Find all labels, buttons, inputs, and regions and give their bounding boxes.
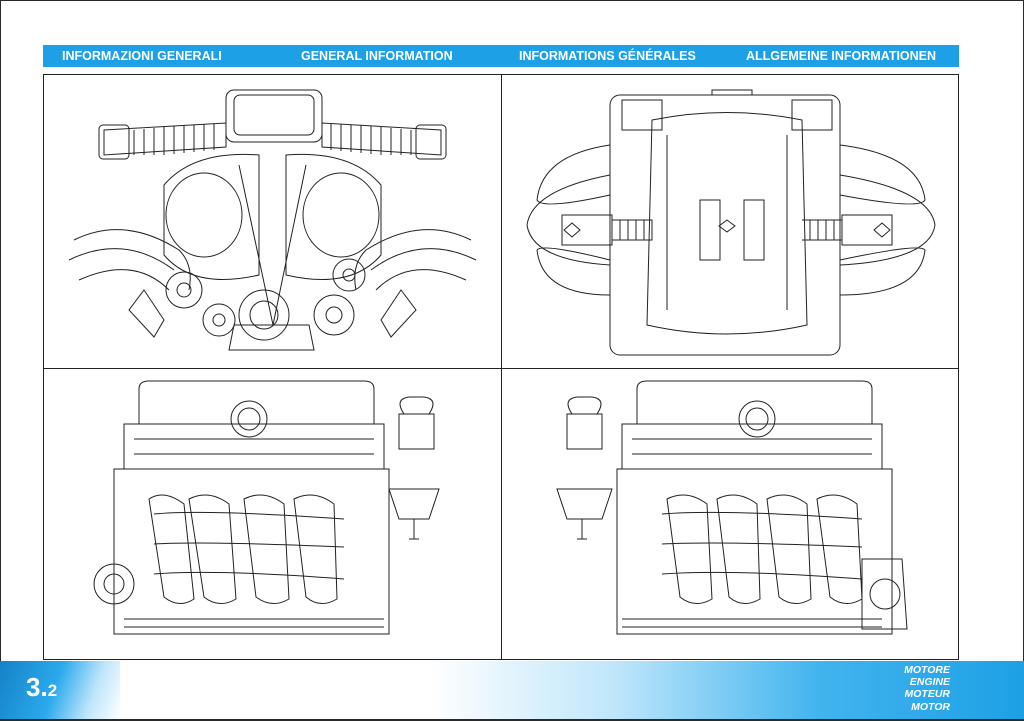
section-name-de: MOTOR bbox=[911, 700, 950, 713]
header-title-fr: INFORMATIONS GÉNÉRALES bbox=[519, 49, 696, 63]
grid-divider-vertical bbox=[501, 75, 502, 659]
engine-right-side-view bbox=[502, 369, 960, 661]
header-title-de: ALLGEMEINE INFORMATIONEN bbox=[746, 49, 937, 63]
page-number: 3.2 bbox=[26, 672, 57, 703]
header-title-it: INFORMAZIONI GENERALI bbox=[62, 49, 222, 63]
page-number-major: 3. bbox=[26, 672, 48, 702]
engine-top-view bbox=[502, 75, 960, 368]
section-names: MOTORE ENGINE MOTEUR MOTOR bbox=[904, 664, 950, 713]
header-bar: INFORMAZIONI GENERALI GENERAL INFORMATIO… bbox=[43, 45, 959, 67]
footer-band bbox=[0, 661, 1024, 721]
engine-front-view bbox=[44, 75, 501, 368]
footer-page-tab bbox=[0, 661, 120, 721]
page-number-minor: 2 bbox=[47, 681, 58, 700]
section-name-en: ENGINE bbox=[909, 676, 950, 689]
section-name-fr: MOTEUR bbox=[904, 688, 951, 701]
engine-left-side-view bbox=[44, 369, 501, 661]
grid-divider-horizontal bbox=[44, 368, 958, 369]
bottom-border bbox=[0, 719, 1024, 721]
figure-grid bbox=[43, 74, 959, 660]
header-title-en: GENERAL INFORMATION bbox=[301, 49, 453, 63]
section-name-it: MOTORE bbox=[904, 664, 950, 676]
